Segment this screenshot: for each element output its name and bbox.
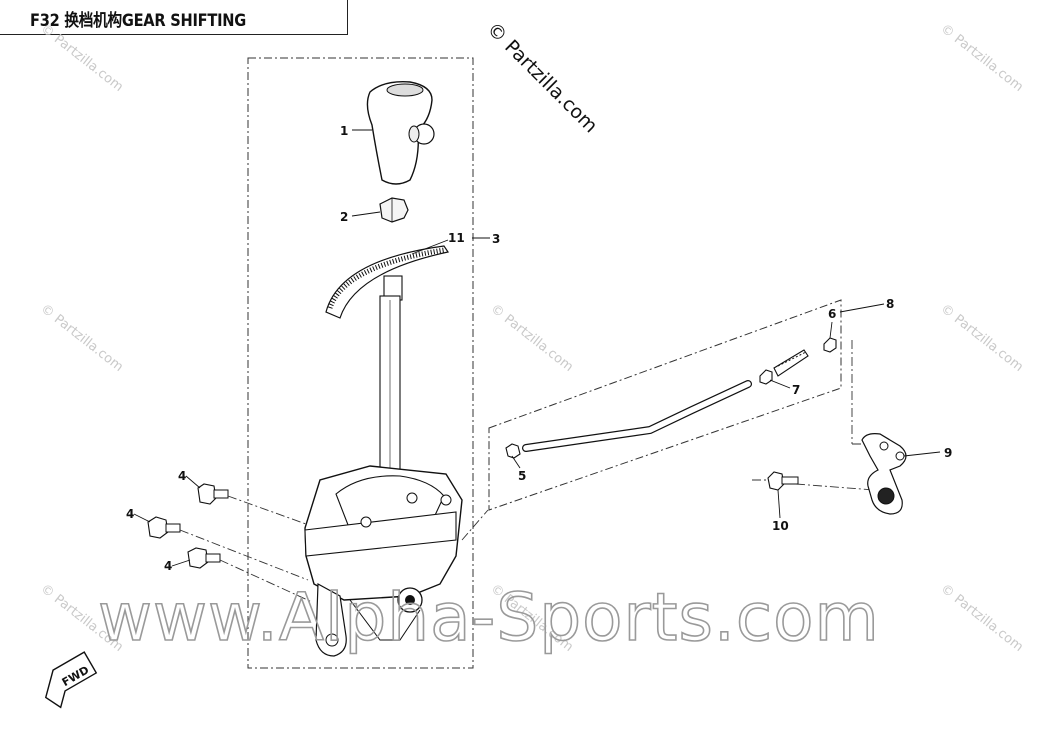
shift-knob	[366, 81, 435, 185]
bolt-leader-lines	[179, 495, 489, 603]
turnbuckle-nut	[823, 337, 837, 353]
watermark-small: © Partzilla.com	[38, 21, 126, 95]
watermark-small: © Partzilla.com	[38, 301, 126, 375]
knob-lock-nut	[379, 197, 409, 223]
shift-lever-shaft	[379, 275, 403, 479]
watermark-repeat-group: © Partzilla.com © Partzilla.com © Partzi…	[38, 21, 1026, 655]
callout-4: 4	[164, 559, 172, 573]
callout-7: 7	[792, 383, 800, 397]
watermark-partzilla: © Partzilla.com	[482, 18, 601, 137]
callout-4: 4	[178, 469, 186, 483]
watermark-small: © Partzilla.com	[488, 301, 576, 375]
shift-arm	[861, 433, 907, 515]
diagram-title-box: F32 换档机构GEAR SHIFTING	[0, 0, 348, 35]
watermark-small: © Partzilla.com	[938, 581, 1026, 655]
turnbuckle	[773, 349, 809, 377]
callout-3: 3	[492, 232, 500, 246]
callout-9: 9	[944, 446, 952, 460]
callout-4: 4	[126, 507, 134, 521]
adjuster-nut	[759, 369, 773, 385]
callout-11: 11	[448, 231, 465, 245]
mounting-bolt	[197, 483, 229, 505]
callout-5: 5	[518, 469, 526, 483]
callout-6: 6	[828, 307, 836, 321]
callout-10: 10	[772, 519, 789, 533]
callout-2: 2	[340, 210, 348, 224]
watermark-small: © Partzilla.com	[938, 21, 1026, 95]
shifter-housing	[304, 465, 463, 657]
callout-1: 1	[340, 124, 348, 138]
watermark-alpha-sports: www.Alpha-Sports.com	[98, 579, 880, 656]
assembly-group-box	[247, 57, 474, 669]
shift-indicator-plate	[325, 245, 449, 319]
mounting-bolt	[187, 547, 221, 569]
callout-8: 8	[886, 297, 894, 311]
arm-bolt	[767, 471, 799, 491]
forward-direction-badge: FWD	[44, 651, 98, 709]
linkage-leader-lines	[752, 340, 875, 491]
rod-end-nut	[505, 443, 521, 459]
mounting-bolt	[147, 516, 181, 539]
shift-rod	[522, 380, 752, 452]
callout-leaders	[133, 129, 941, 567]
diagram-title: F32 换档机构GEAR SHIFTING	[30, 11, 246, 31]
watermark-small: © Partzilla.com	[938, 301, 1026, 375]
